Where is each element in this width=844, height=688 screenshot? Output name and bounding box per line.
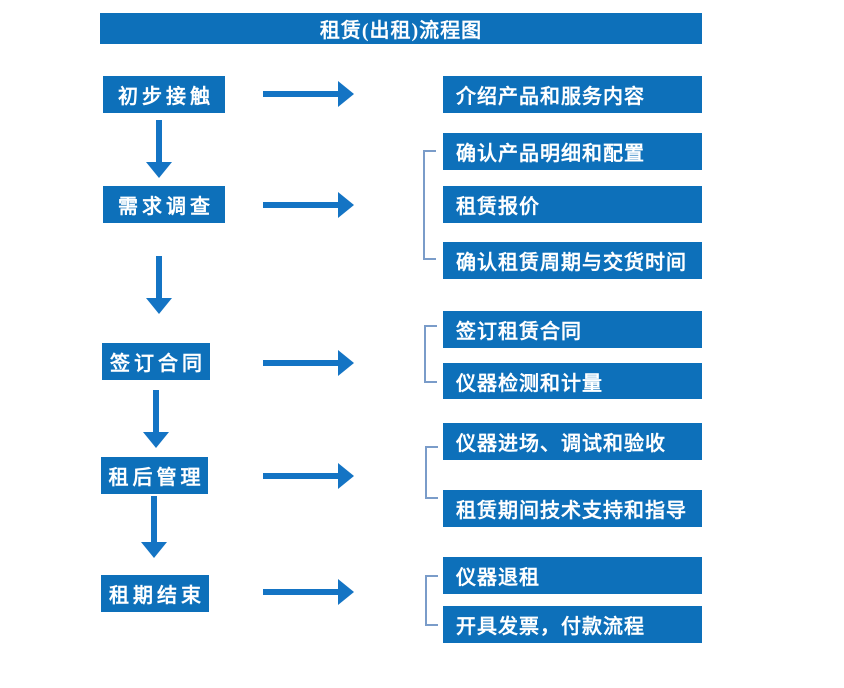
group-bracket-sign-contract [424, 325, 437, 383]
right-arrow-head [338, 463, 354, 489]
down-arrow-head [146, 298, 172, 314]
detail-box-instrument-return: 仪器退租 [443, 557, 702, 594]
down-arrow-3 [143, 390, 169, 448]
right-arrow-1 [263, 81, 354, 107]
down-arrow-head [141, 542, 167, 558]
down-arrow-4 [141, 496, 167, 558]
right-arrow-shaft [263, 360, 339, 366]
down-arrow-shaft [153, 390, 159, 432]
right-arrow-head [338, 81, 354, 107]
step-box-demand-survey: 需求调查 [103, 186, 225, 223]
right-arrow-shaft [263, 473, 339, 479]
right-arrow-head [338, 579, 354, 605]
group-bracket-lease-end [425, 575, 438, 626]
down-arrow-2 [146, 256, 172, 314]
right-arrow-2 [263, 192, 354, 218]
down-arrow-head [143, 432, 169, 448]
down-arrow-head [146, 162, 172, 178]
down-arrow-1 [146, 120, 172, 178]
detail-box-technical-support: 租赁期间技术支持和指导 [443, 490, 702, 527]
step-box-post-rental-management: 租后管理 [101, 457, 208, 494]
right-arrow-4 [263, 463, 354, 489]
step-box-lease-end: 租期结束 [101, 575, 209, 612]
detail-box-introduce-services: 介绍产品和服务内容 [443, 76, 702, 113]
group-bracket-demand-survey [423, 150, 436, 260]
down-arrow-shaft [156, 256, 162, 298]
step-box-initial-contact: 初步接触 [103, 76, 225, 113]
detail-box-sign-rental-contract: 签订租赁合同 [443, 311, 702, 348]
step-box-sign-contract: 签订合同 [102, 343, 210, 380]
down-arrow-shaft [156, 120, 162, 162]
right-arrow-head [338, 192, 354, 218]
right-arrow-5 [263, 579, 354, 605]
right-arrow-3 [263, 350, 354, 376]
detail-box-confirm-period-delivery: 确认租赁周期与交货时间 [443, 242, 702, 279]
detail-box-instrument-testing: 仪器检测和计量 [443, 363, 702, 399]
detail-box-invoice-payment: 开具发票，付款流程 [443, 606, 702, 643]
detail-box-confirm-product-details: 确认产品明细和配置 [443, 133, 702, 170]
right-arrow-shaft [263, 589, 339, 595]
right-arrow-shaft [263, 202, 339, 208]
detail-box-rental-quote: 租赁报价 [443, 186, 702, 223]
detail-box-instrument-setup-acceptance: 仪器进场、调试和验收 [443, 423, 702, 460]
flowchart-title: 租赁(出租)流程图 [100, 13, 702, 44]
group-bracket-post-rental [425, 446, 438, 499]
right-arrow-shaft [263, 91, 339, 97]
down-arrow-shaft [151, 496, 157, 542]
right-arrow-head [338, 350, 354, 376]
